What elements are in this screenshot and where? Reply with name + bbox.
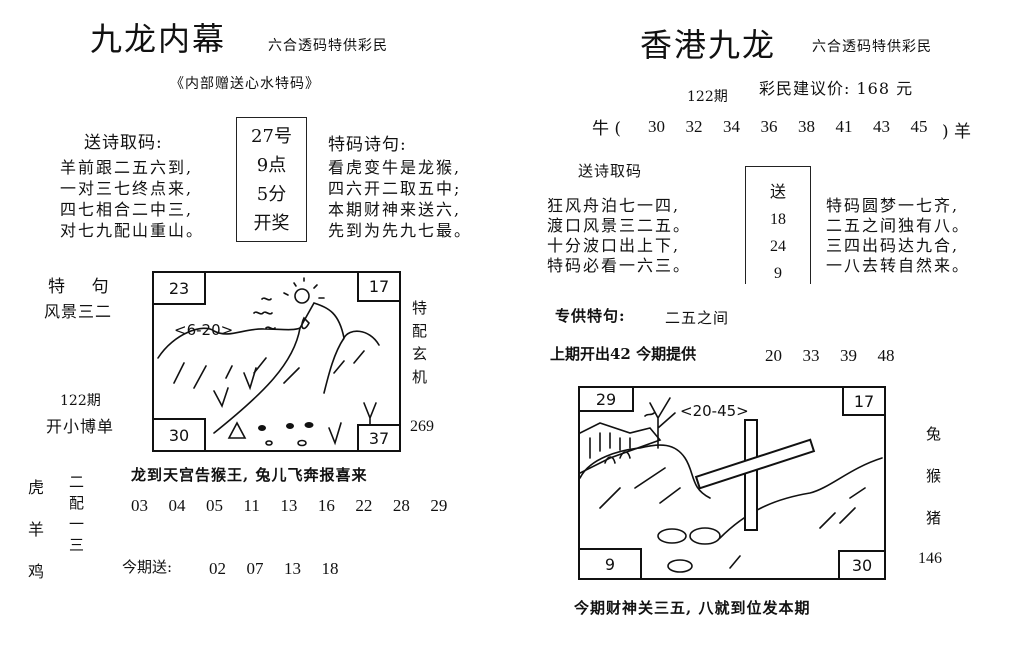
special-phrase-heading: 特 句 [48,277,110,297]
gift-numbers: 02 07 13 18 [209,559,339,578]
corner-number-bottom-right: 30 [838,550,884,578]
poem-line: 对七九配山重山。 [60,221,205,240]
poem-line: 特码圆梦一七齐, [826,196,960,215]
pairing-item: 三 [69,536,85,554]
zodiac-item: 羊 [28,520,45,539]
poem-line: 三四出码达九合, [826,236,960,255]
corner-number-bottom-left: 9 [580,548,642,578]
left-numbers: 03 04 05 11 13 16 22 28 29 [131,496,448,515]
side-char: 特 [412,299,428,317]
left-issue: 122期 [60,393,101,409]
poem-line: 四六开二取五中; [328,179,462,198]
zodiac-item: 猴 [926,467,942,485]
poem-line: 狂风舟泊七一四, [547,196,681,215]
suggested-price: 彩民建议价: 168 元 [759,79,914,98]
corner-number-top-right: 17 [357,273,399,302]
draw-time-box: 27号 9点 5分 开奖 [236,117,307,242]
left-verse: 龙到天宫告猴王, 兔儿飞奔报喜来 [131,466,368,484]
zodiac-item: 兔 [926,425,942,443]
zodiac-item: 鸡 [28,562,45,581]
right-side-number: 146 [918,550,942,567]
small-bet: 开小博单 [46,417,115,436]
draw-date: 27号 [251,126,292,147]
poem-line: 羊前跟二五六到, [60,158,194,177]
special-phrase-value: 风景三二 [44,302,113,321]
special-value: 二五之间 [665,309,730,327]
poem-line: 十分波口出上下, [547,236,681,255]
send-label: 送 [769,184,786,201]
poem-line: 看虎变牛是龙猴, [328,158,462,177]
right-zodiac-list: 兔 猴 猪 [926,413,941,539]
left-picture: 23 17 30 37 <6-20> [152,271,401,452]
right-title: 香港九龙 [640,26,777,64]
range-label: <20-45> [680,402,749,420]
right-send-poem-heading: 送诗取码 [578,162,643,180]
corner-number-bottom-left: 30 [154,418,206,450]
left-subtitle: 六合透码特供彩民 [268,38,388,54]
left-title: 九龙内幕 [90,20,227,58]
send-number: 24 [770,238,786,255]
poem-line: 先到为先九七最。 [328,221,473,240]
special-poem: 看虎变牛是龙猴, 四六开二取五中; 本期财神来送六, 先到为先九七最。 [328,157,472,241]
draw-minute: 5分 [256,184,287,205]
pairing-item: 配 [69,494,85,512]
last-issue-label: 上期开出42 今期提供 [550,345,697,363]
zodiac-item: 虎 [28,478,45,497]
right-poem: 特码圆梦一七齐, 二五之间独有八。 三四出码达九合, 一八去转自然来。 [826,196,970,276]
draw-hour: 9点 [256,155,287,176]
zodiac-list: 虎 羊 鸡 [28,467,44,593]
left-side-number: 269 [410,418,434,435]
right-subtitle: 六合透码特供彩民 [812,39,932,55]
poem-line: 本期财神来送六, [328,200,462,219]
row-right-zodiac: ) 羊 [942,122,972,142]
right-send-poem: 狂风舟泊七一四, 渡口风景三二五。 十分波口出上下, 特码必看一六三。 [547,196,691,276]
right-picture: 29 17 9 30 <20-45> [578,386,886,580]
special-label: 专供特句: [555,307,626,325]
pairing-list: 二 配 一 三 [69,472,84,556]
special-side-label: 特 配 玄 机 [412,297,427,389]
corner-number-top-left: 23 [154,273,206,305]
send-poem: 羊前跟二五六到, 一对三七终点来, 四七相合二中三, 对七九配山重山。 [60,157,204,241]
pairing-item: 一 [69,515,85,533]
special-poem-heading: 特码诗句: [328,135,407,155]
corner-number-bottom-right: 37 [357,424,399,450]
send-numbers-box: 送 18 24 9 [745,166,811,284]
side-char: 配 [412,322,428,340]
right-footer: 今期财神关三五, 八就到位发本期 [574,599,811,617]
poem-line: 四七相合二中三, [60,200,194,219]
range-label: <6-20> [174,321,234,339]
row-left-zodiac: 牛 ( [592,119,622,139]
send-poem-heading: 送诗取码: [84,133,163,153]
gift-label: 今期送: [122,558,173,576]
left-tagline: 《内部赠送心水特码》 [170,76,320,92]
poem-line: 特码必看一六三。 [547,256,692,275]
poem-line: 二五之间独有八。 [826,216,971,235]
poem-line: 一八去转自然来。 [826,256,971,275]
mountain-sketch-icon [157,277,380,447]
zodiac-item: 猪 [926,509,942,527]
right-issue: 122期 [687,89,728,105]
corner-number-top-left: 29 [580,388,634,412]
poem-line: 渡口风景三二五。 [547,216,692,235]
pairing-item: 二 [69,473,85,491]
side-char: 玄 [412,345,428,363]
corner-number-top-right: 17 [842,388,884,416]
side-char: 机 [412,368,428,386]
poem-line: 一对三七终点来, [60,179,194,198]
provide-numbers: 20 33 39 48 [765,346,895,365]
draw-label: 开奖 [253,213,290,234]
send-number: 18 [770,211,786,228]
windmill-sketch-icon [580,397,883,573]
row-numbers: 30 32 34 36 38 41 43 45 [648,117,928,136]
send-number: 9 [774,265,782,282]
